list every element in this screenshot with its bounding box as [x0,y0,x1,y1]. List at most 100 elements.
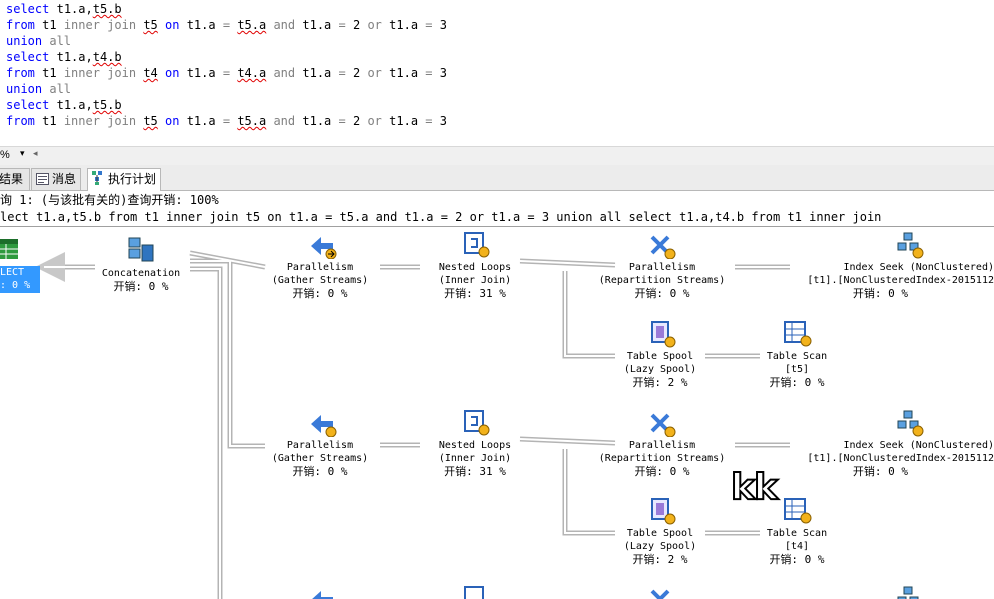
spool-sublabel: (Lazy Spool) [623,364,697,375]
code-line: union all [6,34,72,48]
zoom-bar: % ▾ ◂ [0,146,994,165]
index-seek-icon[interactable] [896,231,924,259]
code-line: select t1.a,t4.b [6,50,122,64]
parallelism-icon[interactable] [648,233,676,259]
seek-label: Index Seek (NonClustered) [843,440,994,451]
scan-cost: 开销: 0 % [769,376,825,389]
nested-sublabel: (Inner Join) [438,275,512,286]
code-line: from t1 inner join t5 on t1.a = t5.a and… [6,114,447,128]
code-line: union all [6,82,72,96]
code-line: select t1.a,t5.b [6,98,122,112]
watermark-text: kk [730,467,779,508]
table-scan-icon[interactable] [784,321,812,347]
divider [0,226,994,227]
table-spool-node-1[interactable]: Table Spool (Lazy Spool) 开销: 2 % [612,350,708,389]
concatenation-node[interactable]: Concatenation 开销: 0 % [92,267,190,293]
sql-editor[interactable]: select t1.a,t5.b from t1 inner join t5 o… [0,0,994,146]
gather-label: Parallelism [286,440,354,451]
execution-plan-icon [92,171,105,185]
select-node[interactable]: LECT : 0 % [0,266,40,293]
nested-label: Nested Loops [438,440,512,451]
nested-loops-node-1[interactable]: Nested Loops (Inner Join) 开销: 31 % [418,261,532,300]
gather-cost: 开销: 0 % [292,465,348,478]
nested-label: Nested Loops [438,262,512,273]
code-line: from t1 inner join t4 on t1.a = t4.a and… [6,66,447,80]
repartition-streams-node-2[interactable]: Parallelism (Repartition Streams) 开销: 0 … [592,439,732,478]
repartition-cost: 开销: 0 % [634,465,690,478]
tab-messages[interactable]: 消息 [31,168,82,190]
seek-cost: 开销: 0 % [852,287,908,300]
concatenation-icon[interactable] [128,237,154,263]
scan-cost: 开销: 0 % [769,553,825,566]
concatenation-label: Concatenation [101,268,181,279]
result-tabs: 结果 消息 执行计划 [0,165,994,191]
table-spool-icon[interactable] [650,497,676,525]
repartition-cost: 开销: 0 % [634,287,690,300]
tab-results[interactable]: 结果 [0,168,30,190]
repartition-sublabel: (Repartition Streams) [598,453,726,464]
nested-cost: 开销: 31 % [444,465,506,478]
gather-cost: 开销: 0 % [292,287,348,300]
code-line: from t1 inner join t5 on t1.a = t5.a and… [6,18,447,32]
gather-streams-node-2[interactable]: Parallelism (Gather Streams) 开销: 0 % [260,439,380,478]
seek-sublabel: [t1].[NonClusteredIndex-2015112 [807,275,994,286]
gather-sublabel: (Gather Streams) [271,275,369,286]
spool-cost: 开销: 2 % [632,376,688,389]
index-seek-node-1[interactable]: Index Seek (NonClustered) [t1].[NonClust… [786,261,994,300]
parallelism-icon[interactable] [648,587,676,599]
parallelism-icon[interactable] [309,587,337,599]
parallelism-icon[interactable] [648,411,676,437]
select-label: LECT [0,267,25,278]
parallelism-icon[interactable] [309,411,337,437]
repartition-label: Parallelism [628,262,696,273]
select-cost: : 0 % [0,280,31,291]
concatenation-cost: 开销: 0 % [113,280,169,293]
gather-streams-node-1[interactable]: Parallelism (Gather Streams) 开销: 0 % [260,261,380,300]
tab-messages-label: 消息 [52,172,77,186]
code-line: select t1.a,t5.b [6,2,122,16]
gather-sublabel: (Gather Streams) [271,453,369,464]
table-spool-node-2[interactable]: Table Spool (Lazy Spool) 开销: 2 % [612,527,708,566]
plan-connectors [35,250,790,599]
tab-execution-plan[interactable]: 执行计划 [87,168,162,191]
index-seek-node-2[interactable]: Index Seek (NonClustered) [t1].[NonClust… [786,439,994,478]
seek-sublabel: [t1].[NonClusteredIndex-2015112 [807,453,994,464]
nested-cost: 开销: 31 % [444,287,506,300]
scan-sublabel: [t4] [784,541,810,552]
nested-loops-node-2[interactable]: Nested Loops (Inner Join) 开销: 31 % [418,439,532,478]
repartition-streams-node-1[interactable]: Parallelism (Repartition Streams) 开销: 0 … [592,261,732,300]
query-text: lect t1.a,t5.b from t1 inner join t5 on … [0,210,882,224]
index-seek-icon[interactable] [896,585,924,599]
execution-plan-pane[interactable]: 询 1: (与该批有关的)查询开销: 100% lect t1.a,t5.b f… [0,191,994,599]
spool-cost: 开销: 2 % [632,553,688,566]
seek-label: Index Seek (NonClustered) [843,262,994,273]
repartition-sublabel: (Repartition Streams) [598,275,726,286]
tab-results-label: 结果 [0,172,24,186]
parallelism-icon[interactable] [309,233,337,259]
spool-sublabel: (Lazy Spool) [623,541,697,552]
nested-loops-icon[interactable] [463,231,491,259]
scan-sublabel: [t5] [784,364,810,375]
scan-label: Table Scan [766,351,828,362]
zoom-dropdown-icon[interactable]: ▾ [20,148,25,158]
table-scan-node-1[interactable]: Table Scan [t5] 开销: 0 % [757,350,837,389]
tab-execution-plan-label: 执行计划 [108,172,157,186]
query-header: 询 1: (与该批有关的)查询开销: 100% [0,193,219,207]
nested-loops-icon[interactable] [463,409,491,437]
index-seek-icon[interactable] [896,409,924,437]
seek-cost: 开销: 0 % [852,465,908,478]
select-table-icon[interactable] [0,239,20,261]
scan-label: Table Scan [766,528,828,539]
table-scan-icon[interactable] [784,498,812,524]
nested-loops-icon[interactable] [463,585,491,599]
messages-icon [36,171,49,185]
zoom-level[interactable]: % [0,149,10,161]
spool-label: Table Spool [626,528,694,539]
nested-sublabel: (Inner Join) [438,453,512,464]
repartition-label: Parallelism [628,440,696,451]
gather-label: Parallelism [286,262,354,273]
scroll-left-icon[interactable]: ◂ [33,148,38,158]
spool-label: Table Spool [626,351,694,362]
table-spool-icon[interactable] [650,320,676,348]
table-scan-node-2[interactable]: Table Scan [t4] 开销: 0 % [757,527,837,566]
